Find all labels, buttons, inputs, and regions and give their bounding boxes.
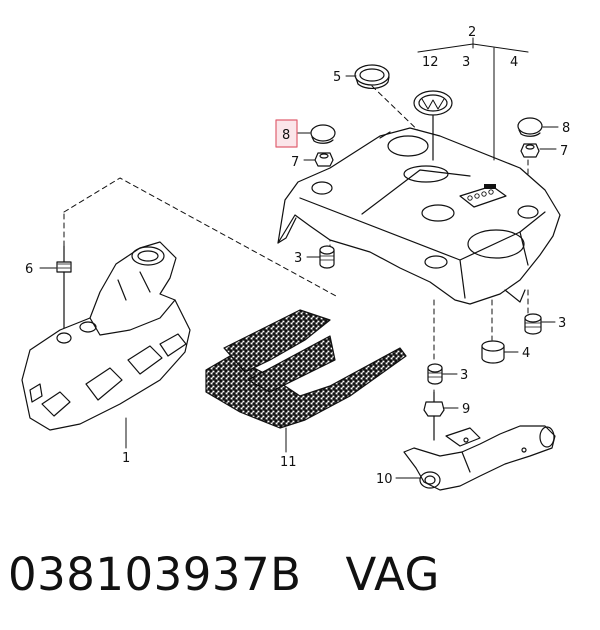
callout-4-top: 4 <box>510 55 518 70</box>
callout-11: 11 <box>280 455 297 470</box>
callout-9: 9 <box>462 402 470 417</box>
grommet-c <box>427 363 443 385</box>
callout-7-left: 7 <box>291 155 299 170</box>
grommet-large <box>481 340 505 364</box>
callout-8-left: 8 <box>282 128 290 143</box>
callout-2: 2 <box>468 25 476 40</box>
emblem-cap <box>413 90 453 161</box>
callout-bracket-2 <box>417 37 529 161</box>
callout-5: 5 <box>333 70 341 85</box>
heat-shield <box>205 309 407 453</box>
callout-3-left: 3 <box>294 251 302 266</box>
grommet-a <box>319 245 335 269</box>
grommet-b <box>524 313 542 335</box>
callout-4-right: 4 <box>522 346 530 361</box>
engine-cover <box>277 127 561 305</box>
part-number: 038103937B <box>8 548 302 601</box>
coolant-pipe <box>403 425 556 491</box>
callout-3-top: 3 <box>462 55 470 70</box>
exhaust-manifold <box>21 241 191 449</box>
callout-8-right: 8 <box>562 121 570 136</box>
part-caption: 038103937B VAG <box>8 548 440 618</box>
callout-labels: 2 12 3 4 5 8 8 7 7 6 3 3 4 3 9 10 11 1 <box>25 25 570 487</box>
callout-1: 1 <box>122 451 130 466</box>
callout-leaders <box>39 75 559 479</box>
brand-name: VAG <box>345 548 440 601</box>
nut-left <box>314 152 334 167</box>
callout-12: 12 <box>422 55 439 70</box>
highlight-box <box>275 119 298 148</box>
cap-right <box>517 117 543 137</box>
ring-seal <box>354 64 390 90</box>
callout-6: 6 <box>25 262 33 277</box>
callout-3-bottom: 3 <box>460 368 468 383</box>
cap-left <box>310 124 336 144</box>
callout-7-right: 7 <box>560 144 568 159</box>
fitting-bolt <box>423 391 445 441</box>
stud-bolt <box>56 245 72 331</box>
callout-10: 10 <box>376 472 393 487</box>
callout-3-right: 3 <box>558 316 566 331</box>
nut-right <box>520 143 540 158</box>
